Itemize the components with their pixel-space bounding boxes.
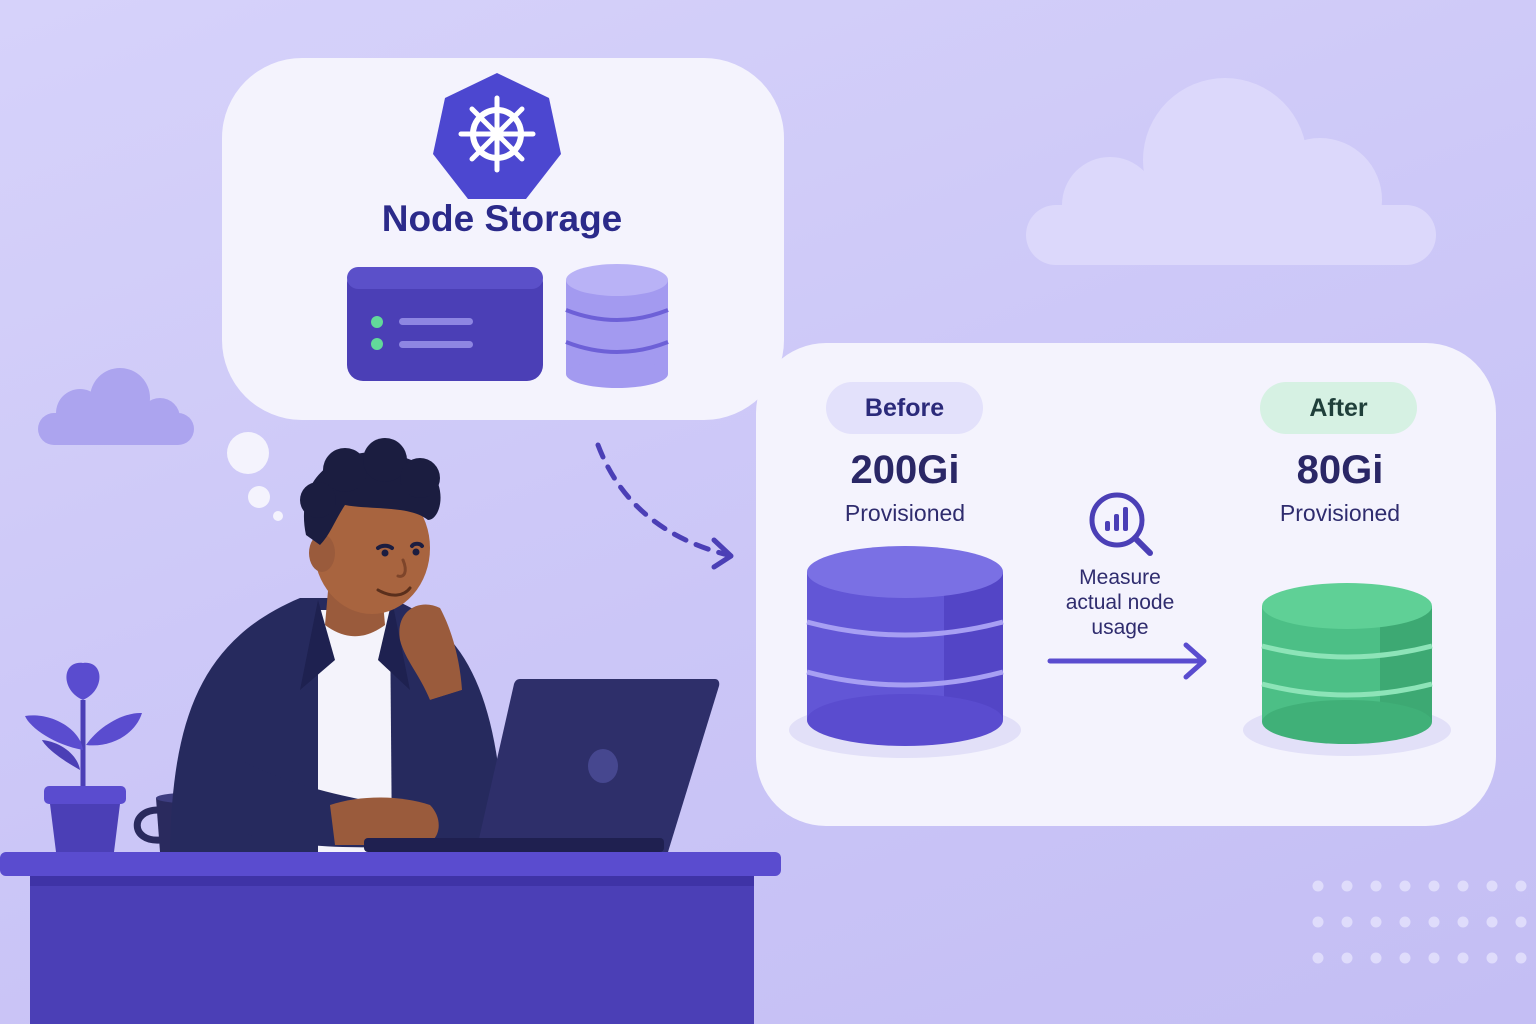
before-caption: Provisioned: [844, 500, 966, 526]
pattern-dot: [1457, 880, 1469, 892]
before-label: Before: [826, 382, 983, 434]
after-size: 80Gi: [1296, 448, 1384, 492]
pattern-dot: [1312, 880, 1324, 892]
server-icon: [347, 267, 543, 381]
pattern-dot: [1341, 952, 1353, 964]
before-database-icon: [789, 546, 1021, 758]
pattern-dot: [1515, 952, 1527, 964]
pattern-dot: [1486, 916, 1498, 928]
dots-pattern: [1312, 880, 1527, 964]
after-label: After: [1260, 382, 1417, 434]
kubernetes-helm-icon: [433, 73, 561, 199]
process-line-2: actual node: [1065, 591, 1175, 614]
laptop-icon: [364, 679, 720, 852]
pattern-dot: [1399, 916, 1411, 928]
pattern-dot: [1341, 916, 1353, 928]
plant-icon: [25, 662, 142, 852]
database-icon: [565, 264, 669, 388]
process-arrow: [1047, 642, 1207, 680]
dashed-arrow: [595, 442, 731, 558]
cloud-large-icon: [1026, 78, 1436, 265]
pattern-dot: [1428, 952, 1440, 964]
pattern-dot: [1515, 880, 1527, 892]
pattern-dot: [1341, 880, 1353, 892]
pattern-dot: [1399, 952, 1411, 964]
pattern-dot: [1486, 880, 1498, 892]
magnifier-chart-icon: [1089, 492, 1153, 556]
pattern-dot: [1370, 880, 1382, 892]
pattern-dot: [1399, 880, 1411, 892]
pattern-dot: [1370, 916, 1382, 928]
desk: [0, 852, 781, 1024]
node-storage-title: Node Storage: [381, 198, 623, 239]
pattern-dot: [1370, 952, 1382, 964]
before-size: 200Gi: [850, 448, 960, 492]
process-line-1: Measure: [1079, 566, 1161, 589]
person-illustration: [170, 438, 505, 852]
pattern-dot: [1486, 952, 1498, 964]
process-line-3: usage: [1091, 616, 1149, 639]
pattern-dot: [1515, 916, 1527, 928]
pattern-dot: [1457, 952, 1469, 964]
process-caption: Measure actual node usage: [1040, 565, 1200, 640]
thought-bubbles: [227, 432, 283, 521]
after-caption: Provisioned: [1279, 500, 1401, 526]
after-database-icon: [1243, 583, 1451, 756]
pattern-dot: [1457, 916, 1469, 928]
pattern-dot: [1428, 916, 1440, 928]
cloud-small-icon: [38, 368, 194, 445]
pattern-dot: [1312, 916, 1324, 928]
pattern-dot: [1428, 880, 1440, 892]
pattern-dot: [1312, 952, 1324, 964]
